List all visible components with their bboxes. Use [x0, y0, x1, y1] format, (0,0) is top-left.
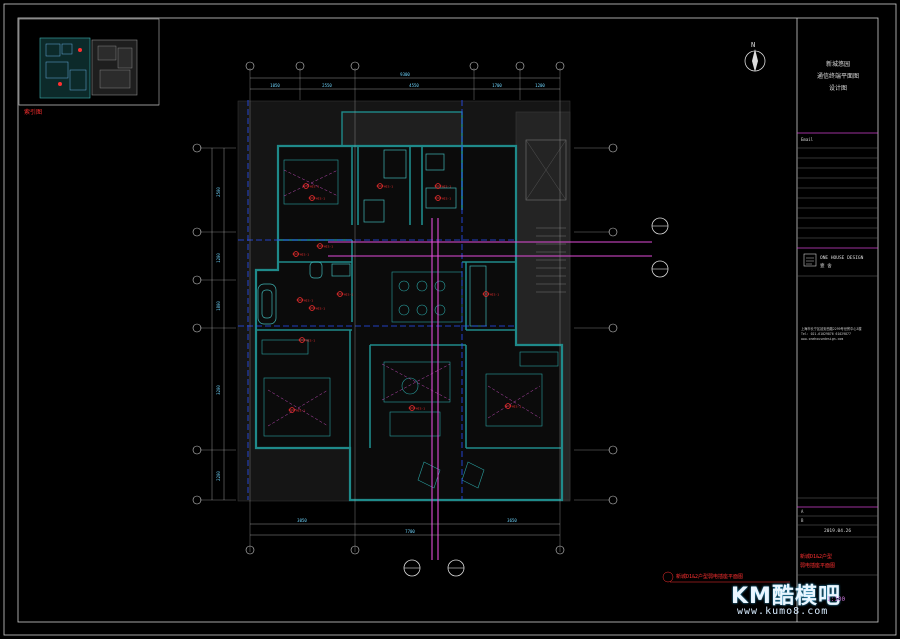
overview-label: 索引图: [24, 108, 42, 116]
overview-thumbnail: [39, 37, 138, 99]
ceiling-dash-lines: [267, 169, 541, 427]
dim-left-2: 1200: [216, 253, 221, 263]
socket-label: HIS-1: [324, 245, 333, 249]
dim-top-3: 4550: [409, 83, 419, 88]
watermark-logo: KM酷模吧: [731, 584, 841, 609]
field-b: B: [801, 518, 804, 523]
socket-label: HIS-1: [384, 185, 393, 189]
grid-axes: [200, 68, 610, 552]
north-label: N: [751, 41, 755, 49]
drawing-name-line-1: 新城D1&2户型: [800, 553, 832, 560]
socket-label: HIS-1: [300, 253, 309, 257]
project-line-2: 通信终端平面图: [817, 72, 859, 80]
dim-left-3: 1800: [216, 301, 221, 311]
dim-top-4: 1700: [492, 83, 502, 88]
dim-left-4: 3200: [216, 385, 221, 395]
dim-bottom-1: 3050: [297, 518, 307, 523]
company-logo-icon: [803, 253, 817, 267]
stair: [536, 227, 566, 293]
floor-plan: 9300 1050 2550 4550 1700 1200 7700 3050 …: [192, 61, 790, 583]
socket-label: HIS-1: [344, 293, 353, 297]
watermark-scale: 1:100: [827, 596, 846, 603]
dim-bottom-2: 3650: [507, 518, 517, 523]
socket-label: HIS-1: [512, 405, 521, 409]
socket-label: HIS-1: [316, 307, 325, 311]
bathroom-fixtures: [257, 149, 487, 327]
blue-axis-lines: [238, 100, 516, 500]
title-block-rows: [797, 147, 878, 239]
dim-left-1: 2500: [216, 187, 221, 197]
socket-label: HIS-1: [296, 409, 305, 413]
outer-frame: [3, 3, 897, 636]
overview-panel: 索引图: [18, 18, 160, 116]
balcony-top: [341, 111, 463, 147]
furniture: [261, 159, 559, 489]
section-markers: [403, 217, 669, 577]
dim-top-1: 1050: [270, 83, 280, 88]
project-line-3: 设计图: [829, 84, 847, 92]
dim-left-5: 2200: [216, 471, 221, 481]
dim-bottom-total: 7700: [405, 529, 415, 534]
company-name: ONE HOUSE DESIGN: [820, 255, 864, 261]
company-sub: 壹 舍: [820, 262, 832, 269]
interior-walls: [256, 146, 562, 449]
socket-label: HIS-1: [310, 185, 319, 189]
socket-label: HIS-1: [304, 299, 313, 303]
project-line-1: 新城悠园: [826, 60, 850, 68]
dimension-labels: 9300 1050 2550 4550 1700 1200 7700 3050 …: [216, 72, 545, 534]
address-line-1: 上海市长宁区延安西路2299号世贸中心3楼: [801, 326, 862, 331]
socket-label: HIS-1: [416, 407, 425, 411]
title-block: 新城悠园 通信终端平面图 设计图 Email ONE HOUSE DESIGN …: [796, 18, 878, 622]
drawing-date: 2019.04.26: [824, 528, 851, 534]
socket-label: HIS-1: [490, 293, 499, 297]
drawing-name-line-2: 弱电插座平面图: [800, 562, 835, 569]
dim-top-2: 2550: [322, 83, 332, 88]
plan-caption: 新城D1&2户型弱电插座平面图: [676, 573, 743, 580]
socket-label: HIS-1: [316, 197, 325, 201]
watermark-url: www.kumo8.com: [737, 606, 829, 617]
dim-top-total: 9300: [400, 72, 410, 77]
section-label: Email: [801, 137, 814, 142]
socket-label: HIS-1: [442, 185, 451, 189]
address-line-2: Tel: 021-61029876 61029877: [801, 332, 851, 336]
watermark: KM酷模吧 www.kumo8.com 1:100: [731, 578, 881, 622]
field-a: A: [801, 509, 804, 514]
caption-circle-icon: [662, 571, 674, 583]
address-line-3: www.onehousedesign.com: [801, 337, 843, 341]
grid-bubbles: [192, 61, 618, 555]
dimension-lines: [211, 77, 560, 536]
inner-frame: [17, 17, 879, 623]
north-arrow: N: [744, 41, 766, 72]
exterior-walls: [254, 144, 564, 502]
magenta-section-lines: [328, 218, 652, 560]
socket-label: HIS-1: [442, 197, 451, 201]
dim-top-5: 1200: [535, 83, 545, 88]
socket-label: HIS-1: [306, 339, 315, 343]
